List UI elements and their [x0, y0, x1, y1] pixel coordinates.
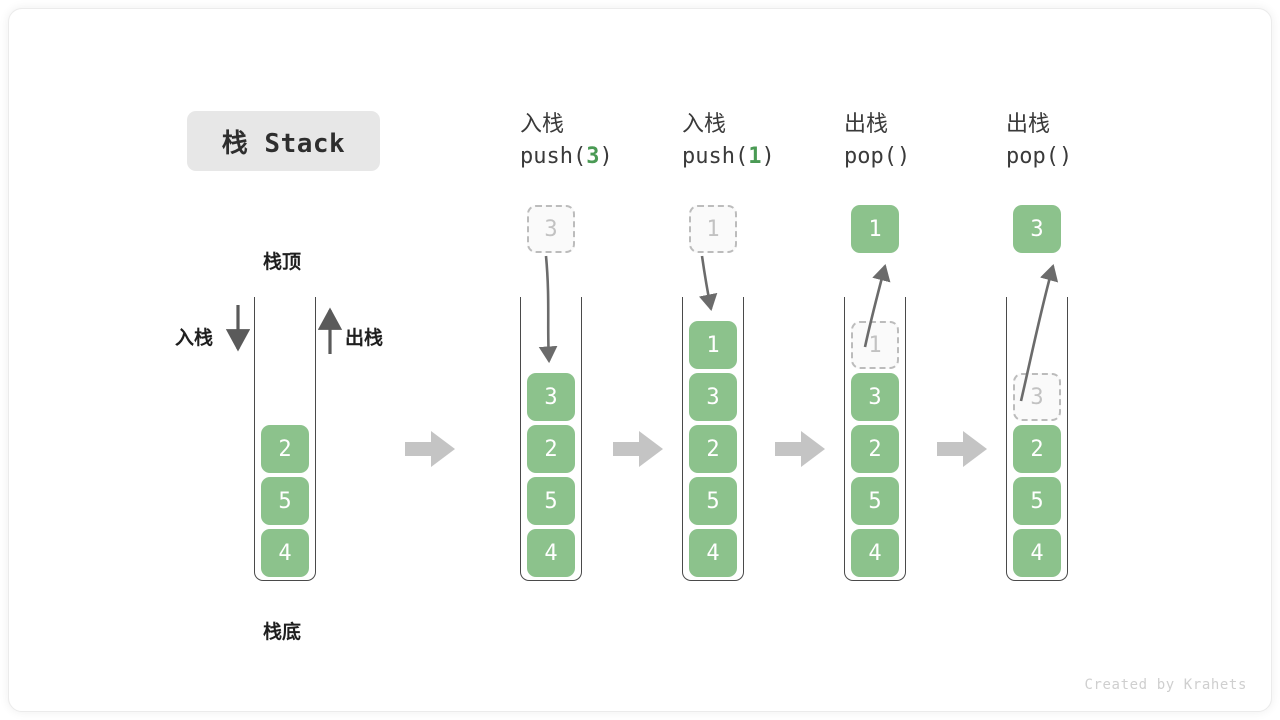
stack-cell: 5: [1013, 477, 1061, 525]
stack-cell: 2: [689, 425, 737, 473]
stack-top-label: 栈顶: [263, 251, 302, 273]
stack-cell: 5: [851, 477, 899, 525]
credit-text: Created by Krahets: [1084, 677, 1247, 693]
operation-close: ): [896, 143, 911, 169]
flow-arrow-icon: [405, 431, 455, 467]
stack-cell: 3: [527, 373, 575, 421]
stack-cell: 2: [527, 425, 575, 473]
operation-cjk: 入栈: [520, 112, 565, 137]
operation-label-push-1: 入栈 push(1): [682, 109, 842, 173]
ghost-cell-incoming: 3: [527, 205, 575, 253]
operation-label-pop-3: 出栈 pop(): [1006, 109, 1166, 173]
stack-cell: 5: [261, 477, 309, 525]
flow-arrow-icon: [775, 431, 825, 467]
operation-fn: pop(: [844, 143, 897, 169]
stack-bottom-label: 栈底: [263, 621, 302, 643]
stack-cell: 5: [527, 477, 575, 525]
operation-label-push-3: 入栈 push(3): [520, 109, 680, 173]
operation-close: ): [599, 143, 613, 169]
pop-direction-label: 出栈: [345, 327, 384, 349]
operation-cjk: 入栈: [682, 112, 727, 137]
operation-fn: pop(: [1006, 143, 1059, 169]
operation-cjk: 出栈: [844, 112, 889, 137]
operation-arg: 3: [586, 143, 600, 169]
stack-cell: 1: [689, 321, 737, 369]
operation-fn: push(: [682, 143, 749, 169]
stack-cell: 4: [689, 529, 737, 577]
flow-arrow-icon: [937, 431, 987, 467]
stack-cell: 3: [851, 373, 899, 421]
stack-cell: 5: [689, 477, 737, 525]
figure-card: 栈 Stack 栈顶 栈底 入栈 出栈 入栈 push(3) 入栈 push(1…: [8, 8, 1272, 712]
title-badge: 栈 Stack: [187, 111, 380, 171]
operation-fn: push(: [520, 143, 587, 169]
operation-close: ): [1058, 143, 1073, 169]
operation-arg: 1: [748, 143, 762, 169]
popped-cell: 1: [851, 205, 899, 253]
stack-cell: 4: [261, 529, 309, 577]
ghost-cell-removed: 3: [1013, 373, 1061, 421]
operation-cjk: 出栈: [1006, 112, 1051, 137]
popped-cell: 3: [1013, 205, 1061, 253]
stack-cell: 2: [1013, 425, 1061, 473]
stack-container-initial: [254, 297, 316, 581]
diagram-stage: 栈 Stack 栈顶 栈底 入栈 出栈 入栈 push(3) 入栈 push(1…: [9, 9, 1271, 711]
stack-cell: 3: [689, 373, 737, 421]
operation-close: ): [761, 143, 775, 169]
ghost-cell-removed: 1: [851, 321, 899, 369]
operation-label-pop-1: 出栈 pop(): [844, 109, 1004, 173]
stack-cell: 4: [851, 529, 899, 577]
ghost-cell-incoming: 1: [689, 205, 737, 253]
stack-cell: 4: [527, 529, 575, 577]
stack-container-after-pop-1: [844, 297, 906, 581]
stack-cell: 2: [261, 425, 309, 473]
stack-cell: 2: [851, 425, 899, 473]
stack-container-after-pop-3: [1006, 297, 1068, 581]
stack-container-after-push-1: [682, 297, 744, 581]
stack-cell: 4: [1013, 529, 1061, 577]
push-direction-label: 入栈: [175, 327, 214, 349]
stack-container-after-push-3: [520, 297, 582, 581]
flow-arrow-icon: [613, 431, 663, 467]
